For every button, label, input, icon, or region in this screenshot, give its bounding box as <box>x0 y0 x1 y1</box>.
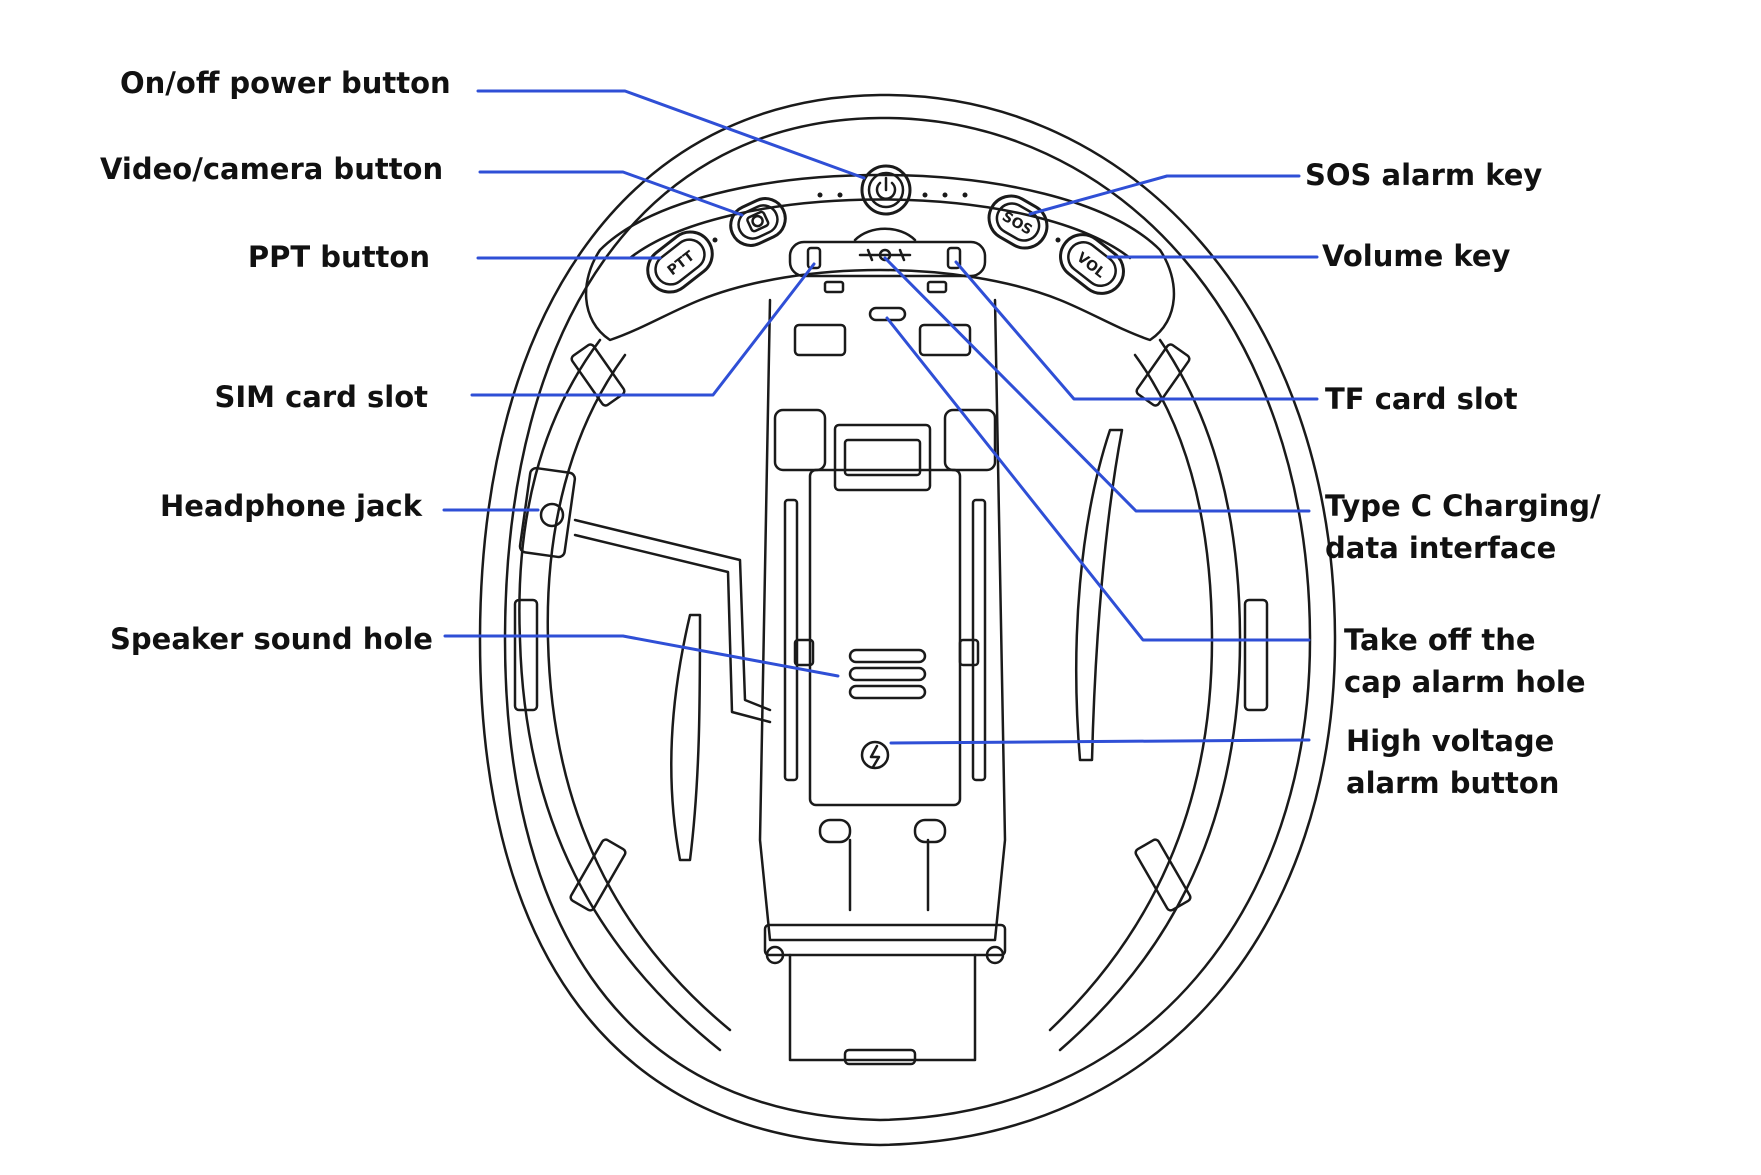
label-power-button: On/off power button <box>120 66 451 100</box>
label-hv-alarm: High voltage alarm button <box>1346 720 1559 804</box>
camera-button-shape <box>729 197 787 247</box>
label-video-button: Video/camera button <box>100 152 444 186</box>
sim-slot <box>806 246 822 270</box>
label-typec-line2: data interface <box>1325 531 1557 565</box>
label-typec-line1: Type C Charging/ <box>1325 489 1601 523</box>
label-ppt-button: PPT button <box>247 240 430 274</box>
label-volume-key: Volume key <box>1322 239 1511 273</box>
center-spine <box>758 298 1007 942</box>
control-panel <box>584 173 1176 342</box>
leader-power <box>476 89 866 180</box>
label-sim-slot: SIM card slot <box>214 380 428 414</box>
ptt-button-shape <box>646 230 714 294</box>
label-cap-line2: cap alarm hole <box>1344 665 1586 699</box>
leader-speaker <box>443 634 840 678</box>
label-headphone-jack: Headphone jack <box>160 489 422 523</box>
hv-alarm-button <box>860 740 890 770</box>
label-hv-line1: High voltage <box>1346 724 1555 758</box>
inner-liner <box>518 338 1242 1052</box>
leader-typec <box>883 256 1311 513</box>
leader-cap <box>885 316 1311 642</box>
outer-shell <box>478 93 1337 1147</box>
leader-hv <box>889 738 1311 745</box>
label-hv-line2: alarm button <box>1346 766 1560 800</box>
sos-button-shape <box>987 194 1049 250</box>
label-cap-line1: Take off the <box>1344 623 1536 657</box>
battery-compartment <box>808 468 962 807</box>
leader-tf <box>954 260 1319 401</box>
inner-shell <box>503 116 1312 1122</box>
vol-button-shape <box>1059 233 1125 295</box>
speaker-grille <box>848 648 927 700</box>
power-button-shape <box>860 164 912 216</box>
tf-slot <box>946 246 962 270</box>
leader-video <box>478 170 744 217</box>
label-typec: Type C Charging/ data interface <box>1325 485 1601 569</box>
label-sos-key: SOS alarm key <box>1305 158 1543 192</box>
label-speaker-hole: Speaker sound hole <box>110 622 433 656</box>
label-cap-alarm: Take off the cap alarm hole <box>1344 619 1586 703</box>
label-tf-slot: TF card slot <box>1325 382 1518 416</box>
leader-sim <box>470 262 816 397</box>
usb-c-port <box>858 248 912 262</box>
leader-sos <box>1028 174 1301 216</box>
port-cover <box>788 240 987 278</box>
